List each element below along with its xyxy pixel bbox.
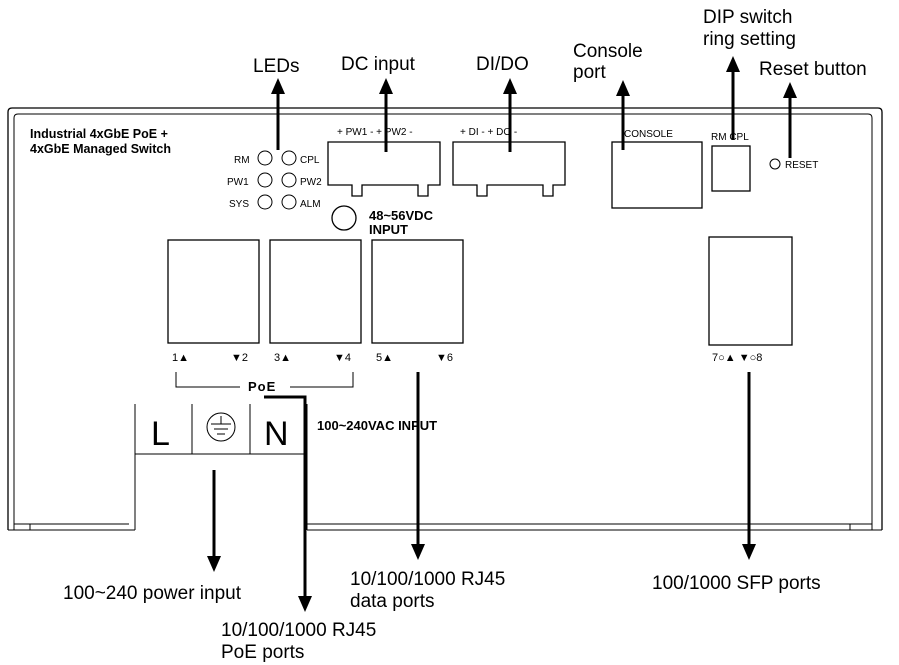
arrowhead-reset — [783, 82, 797, 98]
pw-header: + PW1 - + PW2 - — [337, 127, 413, 138]
port-label-2: ▼2 — [231, 352, 248, 364]
dc-input-terminal: + PW1 - + PW2 - — [327, 127, 441, 197]
dc-input-voltage: 48~56VDC — [369, 208, 434, 223]
callout-data-ports-line1: 10/100/1000 RJ45 — [350, 569, 505, 590]
terminal-neutral: N — [264, 415, 289, 453]
callout-poe-ports-line2: PoE ports — [221, 642, 304, 663]
callout-dip-line1: DIP switch — [703, 7, 792, 28]
rj45-port-1-2 — [167, 239, 260, 344]
led-cpl — [281, 150, 297, 166]
led-label-sys: SYS — [229, 199, 249, 210]
callout-poe-ports-line1: 10/100/1000 RJ45 — [221, 620, 376, 641]
reset-button — [769, 158, 781, 170]
led-rm — [257, 150, 273, 166]
console-port — [611, 141, 703, 209]
dip-label: RM CPL — [711, 132, 749, 143]
device-body — [7, 107, 883, 531]
ac-terminal: L N 100~240VAC INPUT — [134, 404, 437, 530]
callout-dido: DI/DO — [476, 54, 529, 75]
led-pw2 — [281, 172, 297, 188]
ac-input-label: 100~240VAC INPUT — [317, 418, 437, 433]
led-label-alm: ALM — [300, 199, 321, 210]
arrowhead-dido — [503, 78, 517, 94]
callout-dip-line2: ring setting — [703, 29, 796, 50]
poe-bracket: PoE — [175, 372, 354, 394]
led-label-pw1: PW1 — [227, 177, 249, 188]
callout-sfp-ports: 100/1000 SFP ports — [652, 573, 821, 594]
rj45-port-5-6 — [371, 239, 464, 344]
arrow-poe-ports — [264, 395, 307, 598]
port-label-3: 3▲ — [274, 352, 291, 364]
callout-labels: LEDs DC input DI/DO Console port DIP swi… — [63, 7, 867, 663]
port-label-4: ▼4 — [334, 352, 351, 364]
port-label-5: 5▲ — [376, 352, 393, 364]
callout-dc-input: DC input — [341, 54, 416, 75]
poe-group-label: PoE — [248, 379, 276, 394]
dido-terminal: + DI - + DO - — [452, 127, 566, 197]
led-panel: RM PW1 SYS CPL PW2 ALM — [227, 150, 322, 210]
led-label-rm: RM — [234, 155, 250, 166]
rj45-ports: 1▲ ▼2 3▲ ▼4 5▲ ▼6 — [167, 239, 464, 364]
sfp-ports: 7○▲ ▼○8 — [708, 236, 793, 364]
callout-reset: Reset button — [759, 59, 867, 80]
console-label: CONSOLE — [624, 129, 673, 140]
arrowhead-power-input — [207, 556, 221, 572]
led-alm — [281, 194, 297, 210]
terminal-live: L — [151, 415, 170, 453]
ground-icon — [206, 412, 236, 442]
callout-console-line1: Console — [573, 41, 643, 62]
arrowhead-dc-input — [379, 78, 393, 94]
device-title-line1: Industrial 4xGbE PoE + — [30, 127, 168, 141]
port-label-1: 1▲ — [172, 352, 189, 364]
arrowhead-leds — [271, 78, 285, 94]
device-title-line2: 4xGbE Managed Switch — [30, 142, 171, 156]
port-label-6: ▼6 — [436, 352, 453, 364]
dc-input-connector — [331, 205, 357, 231]
dip-switch — [711, 145, 751, 192]
callout-arrows — [207, 56, 797, 612]
reset-label: RESET — [785, 160, 818, 171]
arrowhead-data-ports — [411, 544, 425, 560]
dc-input-label: INPUT — [369, 222, 408, 237]
led-label-pw2: PW2 — [300, 177, 322, 188]
sfp-ports-label: 7○▲ ▼○8 — [712, 352, 762, 364]
sfp-port-7-8 — [708, 236, 793, 346]
callout-leds: LEDs — [253, 56, 299, 77]
dido-header: + DI - + DO - — [460, 127, 517, 138]
led-pw1 — [257, 172, 273, 188]
arrowhead-dip — [726, 56, 740, 72]
arrowhead-console — [616, 80, 630, 96]
led-sys — [257, 194, 273, 210]
arrowhead-poe-ports — [298, 596, 312, 612]
callout-data-ports-line2: data ports — [350, 591, 435, 612]
led-label-cpl: CPL — [300, 155, 320, 166]
callout-console-line2: port — [573, 62, 606, 83]
callout-power-input: 100~240 power input — [63, 583, 242, 604]
rj45-port-3-4 — [269, 239, 362, 344]
arrowhead-sfp-ports — [742, 544, 756, 560]
